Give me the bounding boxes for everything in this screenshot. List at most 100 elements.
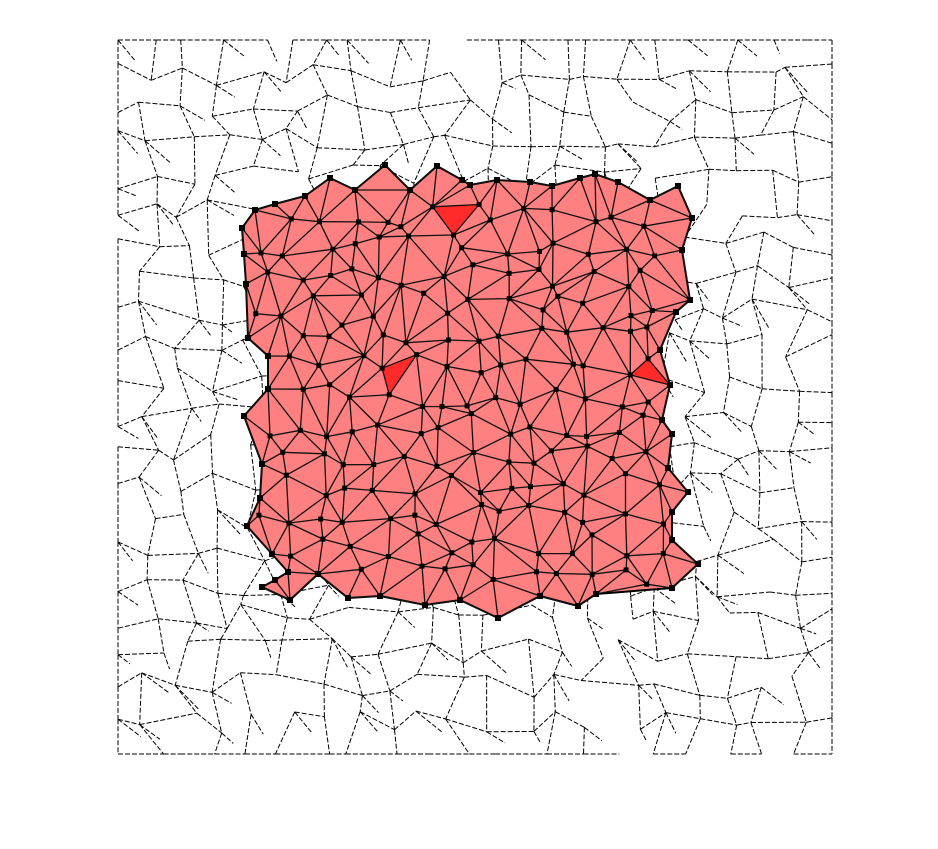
triangle-edge <box>405 312 448 344</box>
voronoi-edge <box>262 128 287 140</box>
triangle-edge <box>379 556 390 597</box>
triangle-edge <box>361 277 379 296</box>
triangle-edge <box>506 208 525 255</box>
triangle-edge <box>287 571 291 601</box>
voronoi-edge <box>775 66 786 73</box>
triangle-edge <box>422 406 439 428</box>
voronoi-edge <box>212 391 239 401</box>
boundary-node <box>675 183 681 189</box>
voronoi-edge <box>799 390 833 394</box>
voronoi-edge <box>583 727 585 755</box>
voronoi-edge <box>531 604 553 618</box>
voronoi-edge <box>222 324 233 333</box>
triangle-edge <box>259 463 263 499</box>
voronoi-edge <box>174 319 200 349</box>
interior-node <box>479 502 485 507</box>
voronoi-edge <box>528 94 565 113</box>
voronoi-edge <box>180 39 183 69</box>
voronoi-edge <box>226 604 242 629</box>
boundary-node <box>265 353 271 359</box>
triangle-edge <box>496 179 525 209</box>
voronoi-edge <box>191 408 202 422</box>
interior-node <box>412 491 418 497</box>
triangle-edge <box>564 511 583 523</box>
triangle-edge <box>377 424 422 435</box>
voronoi-edge <box>463 167 489 182</box>
voronoi-edge <box>145 336 165 389</box>
triangle-edge <box>629 358 649 376</box>
triangle-edge <box>260 218 292 254</box>
triangle-edge <box>312 275 332 297</box>
voronoi-edge <box>217 593 228 629</box>
triangle-edge <box>500 364 521 405</box>
triangle-edge <box>646 326 649 359</box>
triangle-edge <box>582 513 626 524</box>
voronoi-edge <box>735 265 758 273</box>
triangle-edge <box>594 173 612 218</box>
triangle-edge <box>415 354 424 407</box>
triangle-edge <box>552 242 589 255</box>
voronoi-edge <box>604 168 642 173</box>
triangle-edge <box>495 396 521 405</box>
interior-node <box>342 485 348 491</box>
triangle-edge <box>628 286 653 311</box>
voronoi-edge <box>669 99 697 122</box>
triangle-edge <box>471 504 483 543</box>
interior-node <box>649 308 655 313</box>
triangle-edge <box>647 384 671 403</box>
triangle-edge <box>595 569 627 595</box>
triangle-edge <box>523 185 553 209</box>
voronoi-edge <box>212 375 262 392</box>
voronoi-edge <box>587 617 603 630</box>
interior-node <box>330 246 336 252</box>
voronoi-edge <box>791 652 809 677</box>
triangle-edge <box>509 285 553 300</box>
triangle-edge <box>529 426 567 437</box>
voronoi-edge <box>117 130 146 142</box>
triangle-edge <box>437 406 443 428</box>
triangle-edge <box>372 277 380 317</box>
triangle-edge <box>381 354 417 369</box>
voronoi-edge <box>716 596 730 614</box>
triangle-edge <box>280 279 304 317</box>
voronoi-edge <box>359 695 363 712</box>
triangle-edge <box>350 545 389 558</box>
triangle-edge <box>354 189 389 223</box>
interior-node <box>584 433 590 439</box>
triangle-edge <box>303 274 331 281</box>
interior-node <box>584 443 590 449</box>
voronoi-edge <box>182 553 199 581</box>
triangle-edge <box>330 268 353 277</box>
voronoi-edge <box>737 450 760 460</box>
interior-node <box>430 204 436 210</box>
interior-node <box>347 543 353 549</box>
voronoi-edge <box>793 722 807 755</box>
triangle-edge <box>421 565 446 570</box>
interior-node <box>657 482 662 488</box>
triangle-edge <box>495 364 502 398</box>
voronoi-edge <box>179 67 183 106</box>
interior-node <box>495 333 501 339</box>
voronoi-edge <box>274 711 296 755</box>
triangle-edge <box>587 221 597 255</box>
voronoi-edge <box>377 654 391 692</box>
triangle-edge <box>420 406 424 434</box>
interior-node <box>469 539 475 545</box>
interior-node <box>589 532 595 538</box>
triangle-edge <box>423 292 449 314</box>
triangle-edge <box>323 436 328 454</box>
voronoi-edge <box>563 79 570 113</box>
voronoi-edge <box>630 596 634 620</box>
voronoi-edge <box>309 606 349 620</box>
interior-node <box>490 577 496 582</box>
boundary-node <box>577 175 583 181</box>
voronoi-edge <box>751 265 758 300</box>
boundary-node <box>377 593 383 599</box>
interior-node <box>421 290 427 296</box>
triangle-edge <box>494 537 539 555</box>
triangle-edge <box>360 568 381 597</box>
voronoi-edge <box>773 39 781 54</box>
triangle-edge <box>326 431 353 438</box>
interior-node <box>564 433 570 438</box>
voronoi-edge <box>528 638 563 653</box>
